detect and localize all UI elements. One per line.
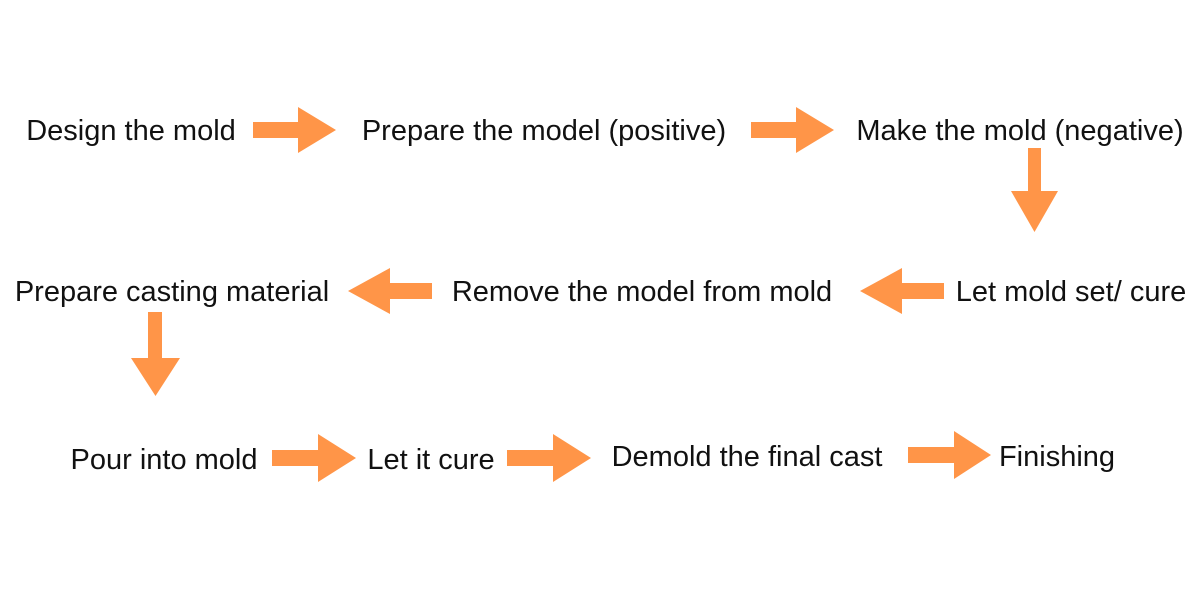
step-remove-the-model: Remove the model from mold — [452, 276, 832, 308]
arrow-left-icon — [348, 268, 432, 314]
step-demold-the-final-cast: Demold the final cast — [612, 441, 883, 473]
step-pour-into-mold: Pour into mold — [71, 444, 258, 476]
step-prepare-the-model: Prepare the model (positive) — [362, 115, 726, 147]
arrow-right-icon — [272, 434, 356, 482]
arrow-right-icon — [908, 431, 991, 479]
arrow-right-icon — [507, 434, 591, 482]
arrow-right-icon — [751, 107, 834, 153]
step-let-mold-set-cure: Let mold set/ cure — [956, 276, 1187, 308]
arrow-left-icon — [860, 268, 944, 314]
step-finishing: Finishing — [999, 441, 1115, 473]
step-design-the-mold: Design the mold — [26, 115, 236, 147]
step-prepare-casting-material: Prepare casting material — [15, 276, 329, 308]
step-make-the-mold: Make the mold (negative) — [856, 115, 1183, 147]
arrow-down-icon — [131, 312, 180, 396]
flow-arrows — [131, 107, 1058, 482]
step-let-it-cure: Let it cure — [367, 444, 494, 476]
arrow-right-icon — [253, 107, 336, 153]
arrow-down-icon — [1011, 148, 1058, 232]
